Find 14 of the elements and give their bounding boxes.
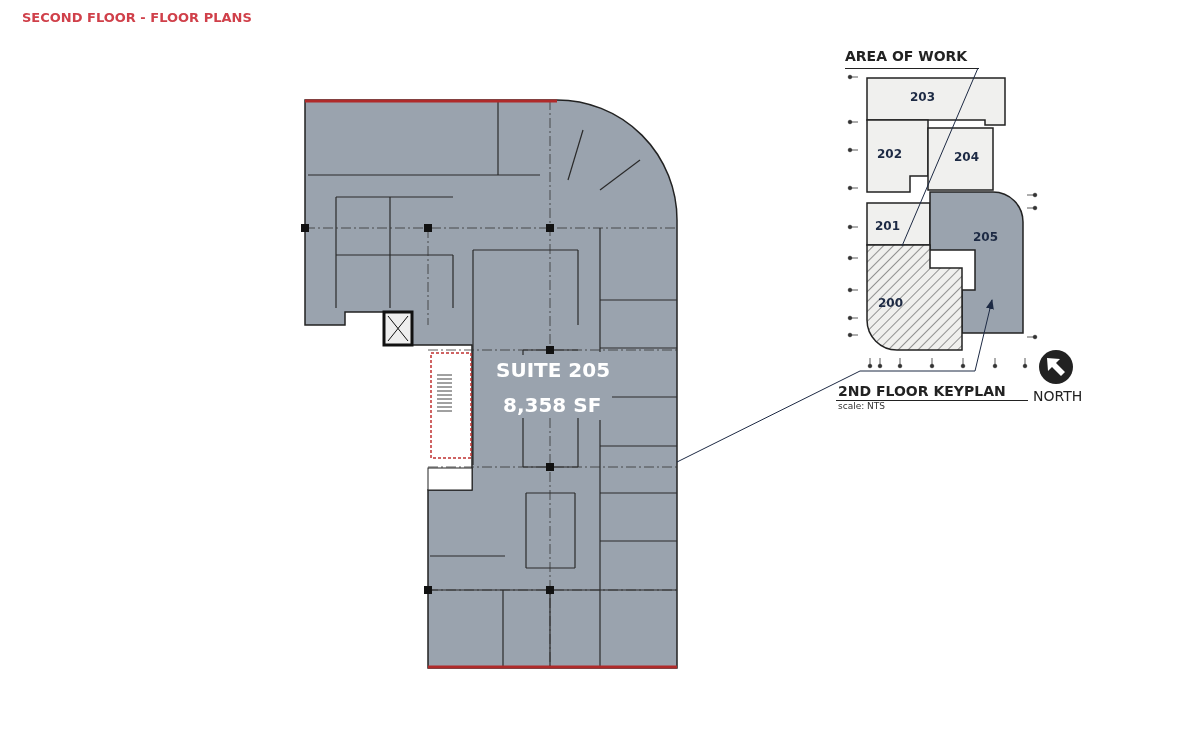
- room-number: 200: [878, 296, 904, 310]
- arrow: [676, 299, 994, 463]
- room-number: 205: [973, 230, 999, 244]
- callout-label: AREA OF WORK: [845, 48, 968, 64]
- room-number: 204: [954, 150, 980, 164]
- scale-note: scale: NTS: [838, 401, 886, 411]
- keyplan-heading: 2ND FLOOR KEYPLAN: [838, 383, 1006, 399]
- compass-label: NORTH: [1033, 388, 1083, 404]
- area-size: 8,358 SF: [503, 393, 602, 417]
- room-number: 202: [877, 147, 903, 161]
- suite-name: SUITE 205: [496, 358, 611, 382]
- room-number: 203: [910, 90, 936, 104]
- page-title: SECOND FLOOR - FLOOR PLANS: [22, 10, 252, 25]
- room-number: 201: [875, 219, 901, 233]
